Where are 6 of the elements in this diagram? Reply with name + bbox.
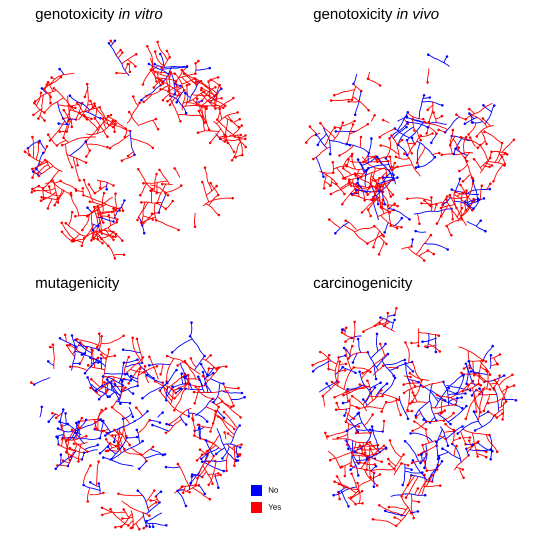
panel-title: genotoxicity in vitro <box>36 8 162 22</box>
legend-label: Yes <box>268 504 281 510</box>
panel-title: mutagenicity <box>36 277 120 291</box>
panel-title: genotoxicity in vivo <box>314 8 439 22</box>
panel-title: carcinogenicity <box>314 277 412 291</box>
legend-label: No <box>268 487 278 493</box>
